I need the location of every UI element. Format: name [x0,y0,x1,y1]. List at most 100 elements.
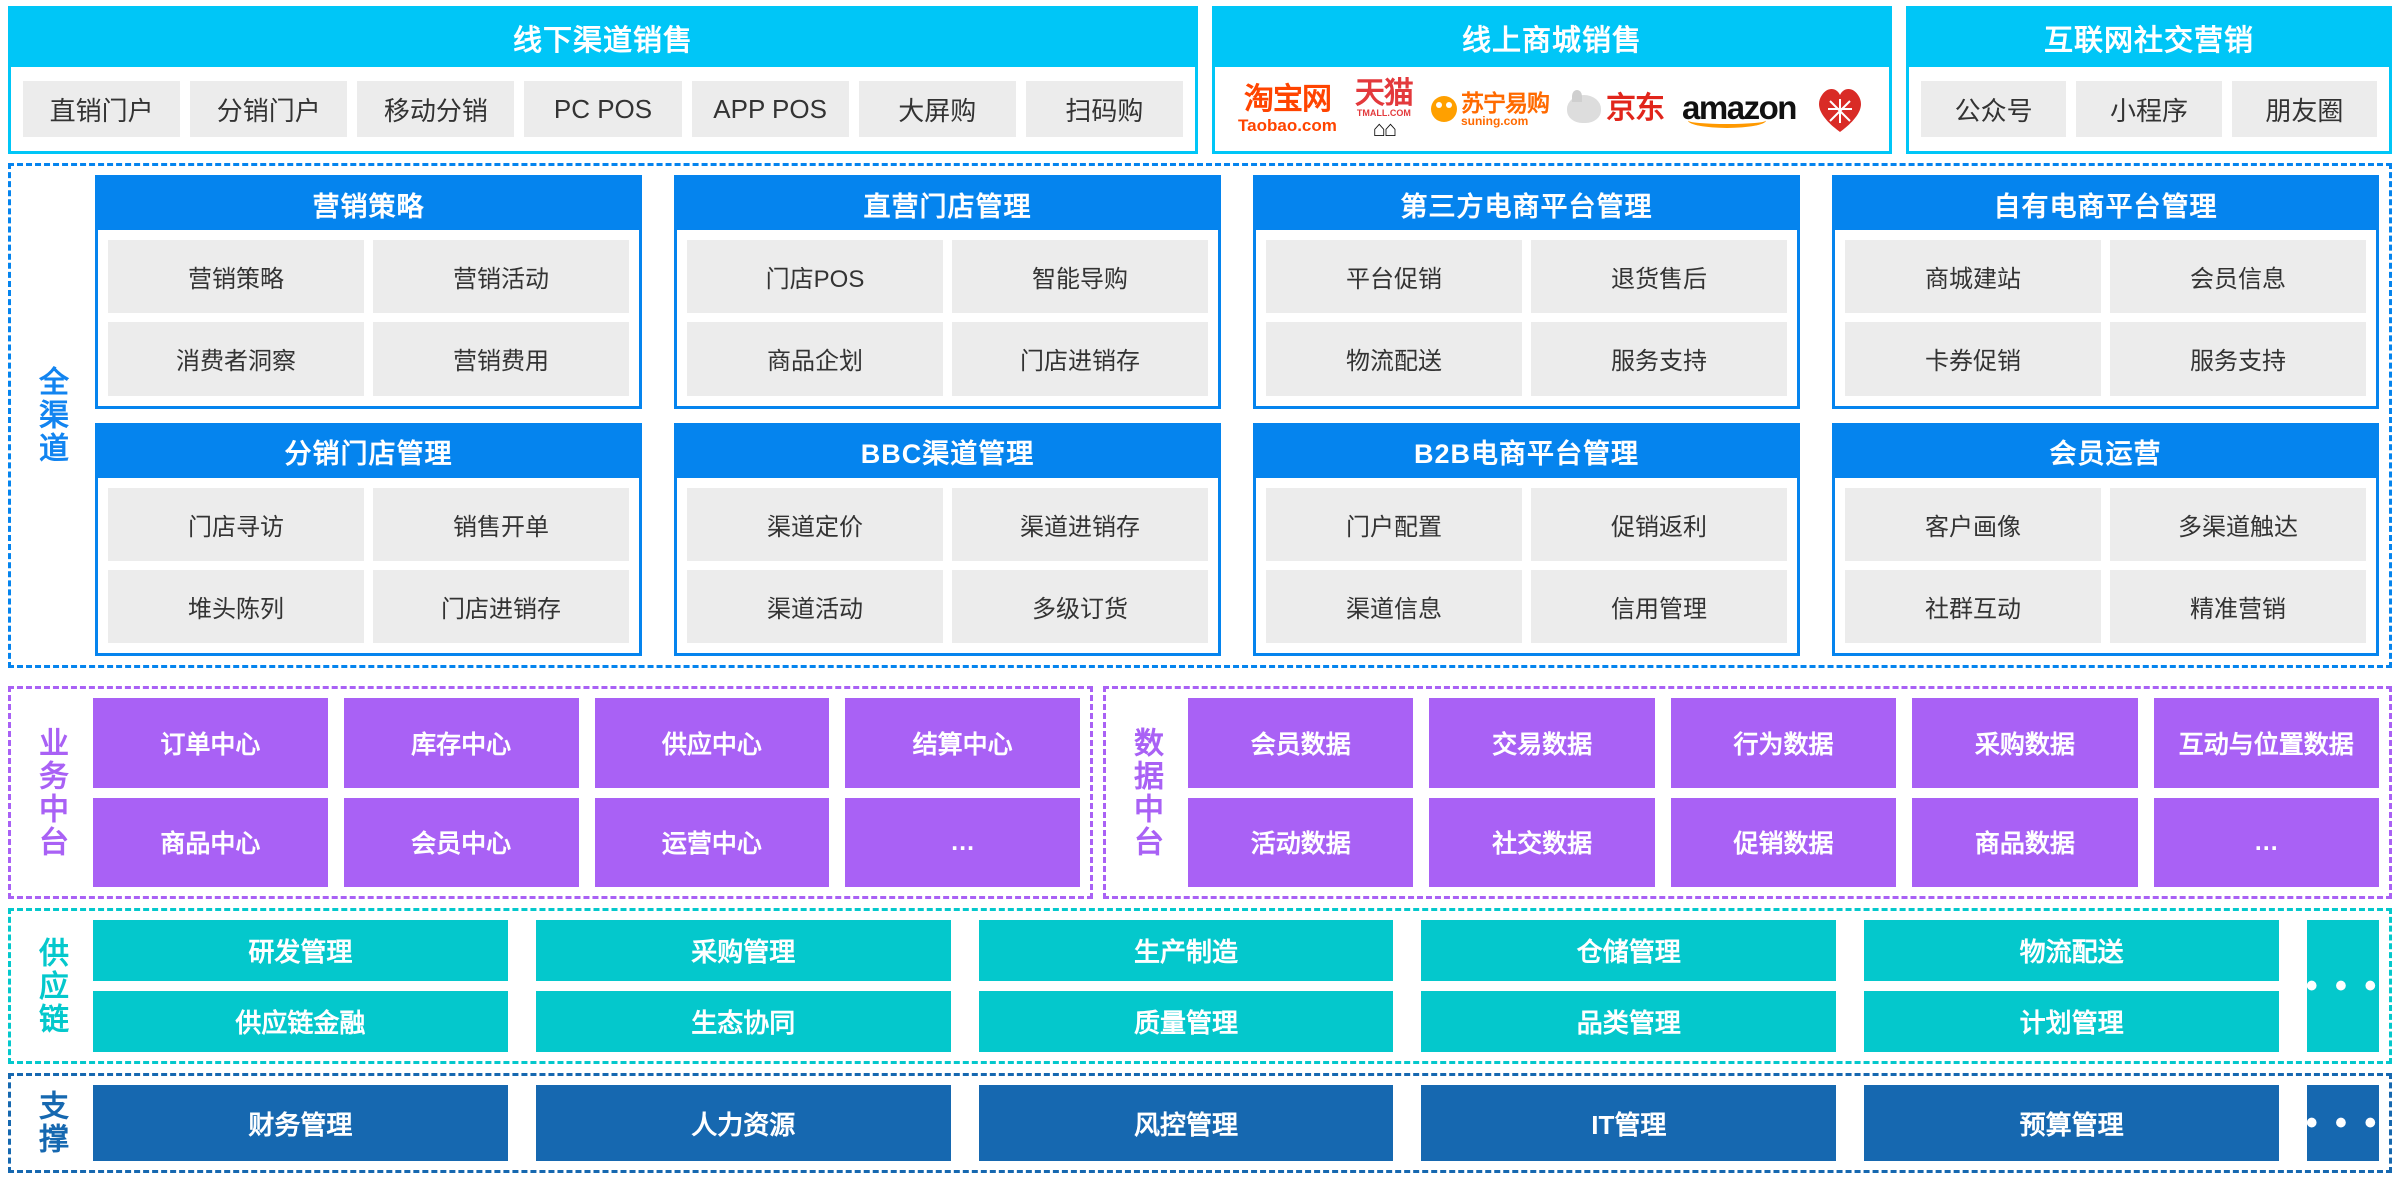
subchip[interactable]: 客户画像 [1845,487,2101,561]
pchip-behavior-data[interactable]: 行为数据 [1670,698,1897,788]
pchip-product-center[interactable]: 商品中心 [93,797,328,887]
subchip[interactable]: 社群互动 [1845,569,2101,643]
pchip-promotion-data[interactable]: 促销数据 [1670,797,1897,887]
nchip-risk-control-management[interactable]: 风控管理 [978,1085,1394,1161]
subchip[interactable]: 消费者洞察 [108,322,364,396]
tmall-logo[interactable]: 天猫 TMALL.COM ⌂⌂ [1355,78,1414,140]
subchip[interactable]: 会员信息 [2110,240,2366,314]
subchip[interactable]: 门店寻访 [108,487,364,561]
pchip-interaction-location-data[interactable]: 互动与位置数据 [2153,698,2379,788]
card-title: 会员运营 [1835,425,2376,478]
card-third-party-ecommerce-management[interactable]: 第三方电商平台管理 平台促销 退货售后 物流配送 服务支持 [1253,175,1800,409]
subchip[interactable]: 营销活动 [373,240,629,314]
taobao-logo[interactable]: 淘宝网 Taobao.com [1238,84,1337,134]
omnichannel-label: 全渠道 [34,366,67,465]
suning-logo-secondary: suning.com [1460,113,1529,128]
subchip[interactable]: 卡券促销 [1845,322,2101,396]
subchip[interactable]: 多级订货 [952,569,1208,643]
subchip[interactable]: 门店进销存 [952,322,1208,396]
amazon-logo[interactable]: amazon [1682,91,1797,128]
subchip[interactable]: 精准营销 [2110,569,2366,643]
channel-row: 线下渠道销售 直销门户 分销门户 移动分销 PC POS APP POS 大屏购… [8,6,2392,154]
subchip[interactable]: 商城建站 [1845,240,2101,314]
subchip[interactable]: 促销返利 [1531,487,1787,561]
nchip-it-management[interactable]: IT管理 [1421,1085,1837,1161]
tchip-rd-management[interactable]: 研发管理 [93,920,508,981]
pchip-settlement-center[interactable]: 结算中心 [845,698,1080,788]
jd-logo[interactable]: 京东 [1566,90,1665,124]
supply-chain-column-4: 物流配送 计划管理 [1864,920,2279,1052]
tchip-category-management[interactable]: 品类管理 [1421,991,1837,1052]
pchip-more[interactable]: … [845,797,1080,887]
suning-logo[interactable]: 苏宁易购 suning.com [1430,91,1550,128]
subchip[interactable]: 多渠道触达 [2110,487,2366,561]
subchip[interactable]: 门店进销存 [373,569,629,643]
card-bbc-channel-management[interactable]: BBC渠道管理 渠道定价 渠道进销存 渠道活动 多级订货 [674,422,1221,656]
pchip-inventory-center[interactable]: 库存中心 [343,698,579,788]
pchip-supply-center[interactable]: 供应中心 [594,698,830,788]
nchip-more[interactable]: • • • [2306,1085,2379,1161]
tchip-ecosystem-collaboration[interactable]: 生态协同 [535,991,951,1052]
tchip-supply-chain-finance[interactable]: 供应链金融 [93,991,508,1052]
tchip-procurement-management[interactable]: 采购管理 [535,920,951,981]
tchip-quality-management[interactable]: 质量管理 [978,991,1394,1052]
chip-social-0[interactable]: 公众号 [1921,81,2067,137]
pchip-transaction-data[interactable]: 交易数据 [1429,698,1655,788]
pchip-product-data[interactable]: 商品数据 [1912,797,2138,887]
subchip[interactable]: 营销费用 [373,322,629,396]
subchip[interactable]: 平台促销 [1266,240,1522,314]
card-distribution-store-management[interactable]: 分销门店管理 门店寻访 销售开单 堆头陈列 门店进销存 [95,422,642,656]
subchip[interactable]: 信用管理 [1531,569,1787,643]
subchip[interactable]: 渠道信息 [1266,569,1522,643]
subchip[interactable]: 门户配置 [1266,487,1522,561]
subchip[interactable]: 商品企划 [687,322,943,396]
chip-offline-5[interactable]: 大屏购 [858,81,1016,137]
card-own-ecommerce-platform-management[interactable]: 自有电商平台管理 商城建站 会员信息 卡券促销 服务支持 [1832,175,2379,409]
chip-social-1[interactable]: 小程序 [2076,81,2222,137]
subchip[interactable]: 渠道定价 [687,487,943,561]
nchip-human-resources[interactable]: 人力资源 [535,1085,951,1161]
card-b2b-ecommerce-platform-management[interactable]: B2B电商平台管理 门户配置 促销返利 渠道信息 信用管理 [1253,422,1800,656]
chip-offline-6[interactable]: 扫码购 [1025,81,1183,137]
card-title: 分销门店管理 [98,425,639,478]
chip-offline-3[interactable]: PC POS [524,81,682,137]
pinduoduo-logo[interactable] [1814,85,1866,133]
pchip-member-data[interactable]: 会员数据 [1188,698,1414,788]
chip-offline-0[interactable]: 直销门户 [23,81,181,137]
chip-social-2[interactable]: 朋友圈 [2231,81,2377,137]
pchip-procurement-data[interactable]: 采购数据 [1912,698,2138,788]
card-member-operations[interactable]: 会员运营 客户画像 多渠道触达 社群互动 精准营销 [1832,422,2379,656]
pchip-campaign-data[interactable]: 活动数据 [1188,797,1414,887]
pchip-social-data[interactable]: 社交数据 [1429,797,1655,887]
card-direct-store-management[interactable]: 直营门店管理 门店POS 智能导购 商品企划 门店进销存 [674,175,1221,409]
subchip[interactable]: 门店POS [687,240,943,314]
pchip-order-center[interactable]: 订单中心 [93,698,328,788]
tchip-planning-management[interactable]: 计划管理 [1864,991,2279,1052]
chip-offline-2[interactable]: 移动分销 [357,81,515,137]
subchip[interactable]: 物流配送 [1266,322,1522,396]
pchip-more[interactable]: … [2153,797,2379,887]
tchip-more[interactable]: • • • [2306,920,2379,1052]
subchip[interactable]: 服务支持 [2110,322,2366,396]
channel-offline-chips: 直销门户 分销门户 移动分销 PC POS APP POS 大屏购 扫码购 [11,67,1195,151]
tchip-warehouse-management[interactable]: 仓储管理 [1421,920,1837,981]
subchip[interactable]: 堆头陈列 [108,569,364,643]
subchip[interactable]: 退货售后 [1531,240,1787,314]
nchip-budget-management[interactable]: 预算管理 [1864,1085,2279,1161]
tchip-production-manufacturing[interactable]: 生产制造 [978,920,1394,981]
subchip[interactable]: 服务支持 [1531,322,1787,396]
subchip[interactable]: 渠道进销存 [952,487,1208,561]
supply-chain-grid: 研发管理 供应链金融 采购管理 生态协同 生产制造 质量管理 仓储管理 品类管理… [79,920,2379,1052]
nchip-finance-management[interactable]: 财务管理 [93,1085,508,1161]
subchip[interactable]: 渠道活动 [687,569,943,643]
subchip[interactable]: 智能导购 [952,240,1208,314]
pchip-operation-center[interactable]: 运营中心 [594,797,830,887]
pchip-member-center[interactable]: 会员中心 [343,797,579,887]
chip-offline-4[interactable]: APP POS [691,81,849,137]
card-marketing-strategy[interactable]: 营销策略 营销策略 营销活动 消费者洞察 营销费用 [95,175,642,409]
tchip-logistics-delivery[interactable]: 物流配送 [1864,920,2279,981]
chip-offline-1[interactable]: 分销门户 [190,81,348,137]
channel-online-title: 线上商城销售 [1215,9,1889,67]
subchip[interactable]: 营销策略 [108,240,364,314]
subchip[interactable]: 销售开单 [373,487,629,561]
